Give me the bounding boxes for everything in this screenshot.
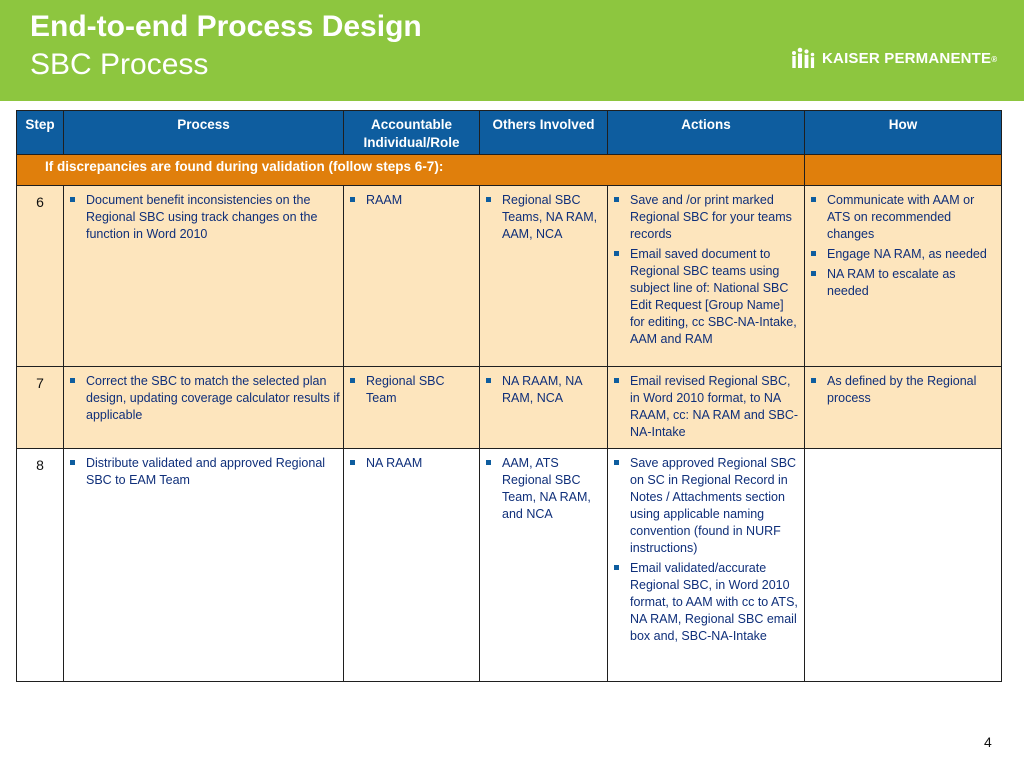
bullet-list: Communicate with AAM or ATS on recommend… bbox=[809, 192, 998, 300]
cell-accountable: RAAM bbox=[343, 185, 480, 367]
kaiser-permanente-logo: KAISER PERMANENTE® bbox=[790, 44, 997, 72]
list-item: Correct the SBC to match the selected pl… bbox=[68, 373, 340, 424]
slide-subtitle: SBC Process bbox=[30, 48, 209, 81]
cell-process: Correct the SBC to match the selected pl… bbox=[63, 366, 344, 449]
cell-actions: Save approved Regional SBC on SC in Regi… bbox=[607, 448, 805, 682]
header-actions: Actions bbox=[607, 110, 805, 155]
step-number: 7 bbox=[16, 366, 64, 449]
cell-actions: Save and /or print marked Regional SBC f… bbox=[607, 185, 805, 367]
cell-others: AAM, ATS Regional SBC Team, NA RAM, and … bbox=[479, 448, 608, 682]
cell-how bbox=[804, 448, 1002, 682]
bullet-list: Regional SBC Team bbox=[348, 373, 476, 407]
page-number: 4 bbox=[984, 734, 992, 750]
list-item: As defined by the Regional process bbox=[809, 373, 998, 407]
list-item: Email validated/accurate Regional SBC, i… bbox=[612, 560, 801, 645]
list-item: RAAM bbox=[348, 192, 476, 209]
header-accountable: Accountable Individual/Role bbox=[343, 110, 480, 155]
cell-how: Communicate with AAM or ATS on recommend… bbox=[804, 185, 1002, 367]
list-item: NA RAM to escalate as needed bbox=[809, 266, 998, 300]
list-item: Save approved Regional SBC on SC in Regi… bbox=[612, 455, 801, 557]
header-step: Step bbox=[16, 110, 64, 155]
cell-process: Document benefit inconsistencies on the … bbox=[63, 185, 344, 367]
list-item: Distribute validated and approved Region… bbox=[68, 455, 340, 489]
section-empty-cell bbox=[804, 154, 1002, 186]
bullet-list: NA RAAM bbox=[348, 455, 476, 472]
list-item: Communicate with AAM or ATS on recommend… bbox=[809, 192, 998, 243]
bullet-list: Save and /or print marked Regional SBC f… bbox=[612, 192, 801, 348]
cell-others: Regional SBC Teams, NA RAM, AAM, NCA bbox=[479, 185, 608, 367]
list-item: Engage NA RAM, as needed bbox=[809, 246, 998, 263]
list-item: NA RAAM, NA RAM, NCA bbox=[484, 373, 604, 407]
logo-text: KAISER PERMANENTE® bbox=[822, 49, 998, 67]
cell-actions: Email revised Regional SBC, in Word 2010… bbox=[607, 366, 805, 449]
list-item: Regional SBC Teams, NA RAM, AAM, NCA bbox=[484, 192, 604, 243]
header-others-involved: Others Involved bbox=[479, 110, 608, 155]
list-item: AAM, ATS Regional SBC Team, NA RAM, and … bbox=[484, 455, 604, 523]
list-item: Email revised Regional SBC, in Word 2010… bbox=[612, 373, 801, 441]
bullet-list: RAAM bbox=[348, 192, 476, 209]
bullet-list: Save approved Regional SBC on SC in Regi… bbox=[612, 455, 801, 645]
table-header-row: Step Process Accountable Individual/Role… bbox=[16, 110, 1002, 155]
registered-mark: ® bbox=[991, 54, 998, 64]
cell-others: NA RAAM, NA RAM, NCA bbox=[479, 366, 608, 449]
process-table: Step Process Accountable Individual/Role… bbox=[16, 110, 1002, 682]
slide-title: End-to-end Process Design bbox=[30, 10, 422, 43]
section-label: If discrepancies are found during valida… bbox=[16, 154, 805, 186]
bullet-list: Regional SBC Teams, NA RAM, AAM, NCA bbox=[484, 192, 604, 243]
cell-accountable: NA RAAM bbox=[343, 448, 480, 682]
bullet-list: Distribute validated and approved Region… bbox=[68, 455, 340, 489]
bullet-list: Document benefit inconsistencies on the … bbox=[68, 192, 340, 243]
list-item: Save and /or print marked Regional SBC f… bbox=[612, 192, 801, 243]
list-item: Document benefit inconsistencies on the … bbox=[68, 192, 340, 243]
bullet-list: AAM, ATS Regional SBC Team, NA RAM, and … bbox=[484, 455, 604, 523]
step-number: 8 bbox=[16, 448, 64, 682]
header-how: How bbox=[804, 110, 1002, 155]
bullet-list: Correct the SBC to match the selected pl… bbox=[68, 373, 340, 424]
list-item: Email saved document to Regional SBC tea… bbox=[612, 246, 801, 348]
people-logo-icon bbox=[792, 47, 815, 68]
cell-how: As defined by the Regional process bbox=[804, 366, 1002, 449]
list-item: NA RAAM bbox=[348, 455, 476, 472]
cell-process: Distribute validated and approved Region… bbox=[63, 448, 344, 682]
list-item: Regional SBC Team bbox=[348, 373, 476, 407]
bullet-list: As defined by the Regional process bbox=[809, 373, 998, 407]
step-number: 6 bbox=[16, 185, 64, 367]
slide-header-bar: End-to-end Process Design SBC Process KA… bbox=[0, 0, 1024, 101]
bullet-list: Email revised Regional SBC, in Word 2010… bbox=[612, 373, 801, 441]
cell-accountable: Regional SBC Team bbox=[343, 366, 480, 449]
bullet-list: NA RAAM, NA RAM, NCA bbox=[484, 373, 604, 407]
header-process: Process bbox=[63, 110, 344, 155]
section-row: If discrepancies are found during valida… bbox=[16, 154, 1002, 186]
